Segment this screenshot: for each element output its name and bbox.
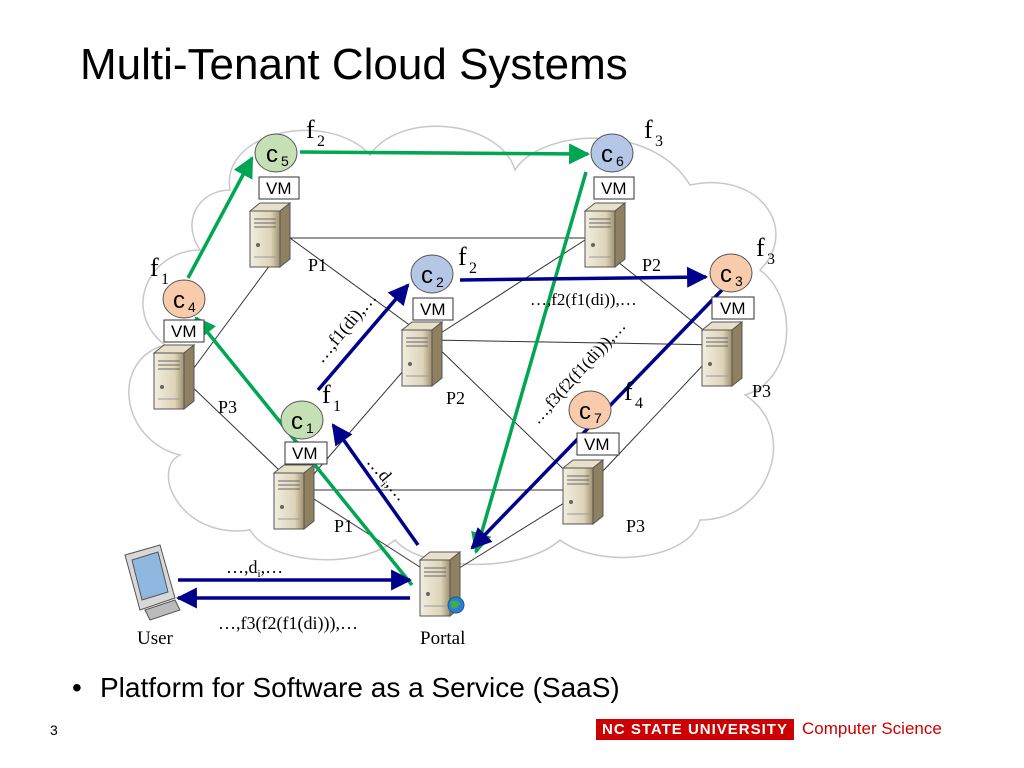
svg-text:VM: VM [171, 322, 197, 341]
svg-text:c: c [291, 408, 303, 435]
node-c7: c 7 f 4 VM P3 [568, 377, 645, 536]
svg-text:P3: P3 [752, 381, 771, 401]
bullet-text: Platform for Software as a Service (SaaS… [100, 672, 620, 703]
svg-text:1: 1 [306, 420, 314, 436]
slide-title: Multi-Tenant Cloud Systems [80, 40, 628, 89]
svg-text:c: c [579, 398, 591, 425]
cloud-shape [128, 125, 788, 566]
svg-text:P2: P2 [446, 388, 465, 408]
svg-text:P2: P2 [642, 255, 661, 275]
node-c3: c 3 f 3 VM P3 [709, 233, 775, 401]
server-p3-bottom [562, 459, 604, 525]
svg-text:3: 3 [767, 251, 775, 268]
svg-text:P1: P1 [334, 516, 353, 536]
server-p1-top [249, 202, 291, 268]
slide-number: 3 [50, 722, 58, 738]
svg-text:1: 1 [333, 398, 341, 415]
server-p1-bottom [273, 464, 315, 530]
svg-text:VM: VM [720, 299, 746, 318]
svg-text:VM: VM [266, 179, 292, 198]
server-p3-right [701, 321, 743, 387]
svg-text:P3: P3 [626, 516, 645, 536]
footer-logo: NC STATE UNIVERSITY Computer Science [596, 718, 942, 740]
node-c5: c 5 f 2 VM P1 [254, 115, 327, 275]
svg-text:c: c [421, 262, 433, 289]
svg-text:VM: VM [601, 179, 627, 198]
bullet-dot: • [72, 672, 82, 703]
svg-text:f: f [644, 115, 653, 144]
svg-text:7: 7 [594, 410, 602, 426]
svg-text:c: c [266, 141, 278, 168]
svg-text:P1: P1 [308, 255, 327, 275]
node-c6: c 6 f 3 VM P2 [590, 115, 663, 275]
svg-text:3: 3 [735, 273, 743, 289]
flow-label-user-to-portal: …,di,… [226, 557, 283, 580]
flow-label-c2-to-c3: …,f2(f1(di)),… [530, 290, 637, 309]
svg-text:f: f [756, 233, 765, 262]
svg-text:f: f [322, 380, 331, 409]
user-label: User [137, 628, 174, 649]
svg-text:5: 5 [281, 153, 289, 169]
server-p3-left [153, 344, 195, 410]
svg-text:6: 6 [616, 153, 624, 169]
node-c1: c 1 f 1 VM P1 [280, 380, 353, 536]
svg-text:3: 3 [655, 133, 663, 150]
svg-text:f: f [150, 253, 159, 282]
svg-text:2: 2 [469, 260, 477, 277]
svg-text:4: 4 [188, 299, 196, 315]
svg-text:P3: P3 [218, 397, 237, 417]
cloud-diagram: c 5 f 2 VM P1 c 6 f 3 VM P2 c 4 f 1 VM P… [124, 115, 788, 649]
svg-text:VM: VM [420, 300, 446, 319]
svg-text:2: 2 [317, 133, 325, 150]
portal-label: Portal [420, 628, 465, 649]
svg-text:c: c [173, 287, 185, 314]
svg-text:f: f [458, 242, 467, 271]
node-c4: c 4 f 1 VM P3 [150, 253, 237, 417]
node-c2: c 2 f 2 VM P2 [410, 242, 477, 408]
server-p2-top [584, 202, 626, 268]
svg-text:4: 4 [635, 395, 643, 412]
svg-text:VM: VM [292, 444, 318, 463]
monitor-icon [124, 544, 181, 621]
server-p2-mid [401, 321, 443, 387]
university-logo: NC STATE UNIVERSITY [596, 718, 794, 740]
svg-text:2: 2 [436, 274, 444, 290]
flow-label-portal-to-user: …,f3(f2(f1(di))),… [218, 613, 358, 634]
svg-text:c: c [720, 261, 732, 288]
svg-text:f: f [306, 115, 315, 144]
svg-text:f: f [624, 377, 633, 406]
svg-text:1: 1 [161, 271, 169, 288]
department-label: Computer Science [801, 719, 942, 738]
svg-text:VM: VM [584, 435, 610, 454]
svg-text:c: c [601, 141, 613, 168]
bullet-item: • Platform for Software as a Service (Saa… [72, 672, 620, 704]
